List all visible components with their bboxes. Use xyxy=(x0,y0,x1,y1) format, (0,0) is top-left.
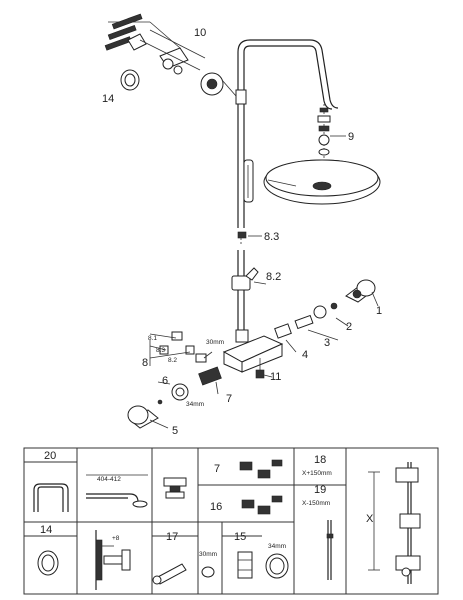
part-16-label: 16 xyxy=(210,501,222,513)
part-17-dim: 30mm xyxy=(199,551,217,558)
thermostat-body xyxy=(222,329,284,373)
callout-2: 2 xyxy=(346,321,352,333)
callout-6: 6 xyxy=(162,375,168,387)
wall-bracket xyxy=(127,29,206,75)
part-17-label: 17 xyxy=(166,531,178,543)
part-7-valves: 7 xyxy=(214,459,283,479)
callout-10: 8.2 xyxy=(266,271,281,283)
callout-13: 10 xyxy=(194,27,206,39)
part-18-dim: X+150mm xyxy=(302,470,332,477)
hand-shower xyxy=(243,159,254,203)
head-shower-connector xyxy=(317,104,346,160)
part-16-valves: 16 xyxy=(210,495,283,515)
wall-extension: +8 xyxy=(95,530,131,590)
pipe-cap xyxy=(237,231,262,239)
callout-1: 1 xyxy=(376,305,382,317)
table-grid xyxy=(23,447,439,595)
callout-8: 8 xyxy=(142,357,148,369)
callout-3: 3 xyxy=(324,337,330,349)
callout-4: 4 xyxy=(302,349,308,361)
thermostat-cartridge xyxy=(163,477,187,499)
part-20-dim: 404-412 xyxy=(97,476,121,483)
callout-5: 5 xyxy=(172,425,178,437)
spare-parts-table: 20 404-412 7 16 18 X+150mm 19 X-150mm xyxy=(23,447,439,595)
rosette-ring xyxy=(120,69,140,91)
callout-8-2: 8.2 xyxy=(168,357,177,364)
mounting-height-diagram: X xyxy=(366,462,421,584)
part-18-19-pipes: 18 X+150mm 19 X-150mm xyxy=(302,454,334,580)
extension-dim: +8 xyxy=(112,535,120,542)
callout-8-1: 8.1 xyxy=(148,335,157,342)
exploded-view-diagram: 10 14 9 8.3 8.2 1 2 3 4 11 7 6 5 8 8.1 8… xyxy=(102,13,382,437)
part-17-wrench: 17 30mm xyxy=(152,531,217,585)
callout-11: 8.3 xyxy=(264,231,279,243)
callout-labels: 10 14 9 8.3 8.2 1 2 3 4 11 7 6 5 8 8.1 8… xyxy=(102,27,382,437)
callout-8-3: 8.3 xyxy=(156,347,165,354)
callout-9: 11 xyxy=(270,371,281,383)
hand-shower-holder xyxy=(231,267,267,291)
wall-bracket-screws xyxy=(104,13,181,51)
part-15-dim: 34mm xyxy=(268,543,286,550)
part-18-label: 18 xyxy=(314,454,326,466)
part-20-shower-arm: 20 404-412 xyxy=(33,450,148,512)
left-handle-assembly xyxy=(127,331,222,429)
head-shower-plate xyxy=(263,159,381,205)
part-20-label: 20 xyxy=(44,450,56,462)
dim-30mm: 30mm xyxy=(206,339,224,346)
mounting-x-label: X xyxy=(366,513,374,525)
part-14-ring: 14 xyxy=(37,524,59,576)
dim-34mm: 34mm xyxy=(186,401,204,408)
part-19-dim: X-150mm xyxy=(302,500,330,507)
part-14-label: 14 xyxy=(40,524,52,536)
part-15-sleeve: 15 34mm xyxy=(234,531,289,579)
callout-7: 7 xyxy=(226,393,232,405)
check-valve-9 xyxy=(255,369,273,379)
part-7-label: 7 xyxy=(214,463,220,475)
part-19-label: 19 xyxy=(314,484,326,496)
right-handle-assembly xyxy=(274,279,379,353)
rosette xyxy=(200,72,237,97)
callout-12: 9 xyxy=(348,131,354,143)
part-15-label: 15 xyxy=(234,531,246,543)
callout-14: 14 xyxy=(102,93,114,105)
